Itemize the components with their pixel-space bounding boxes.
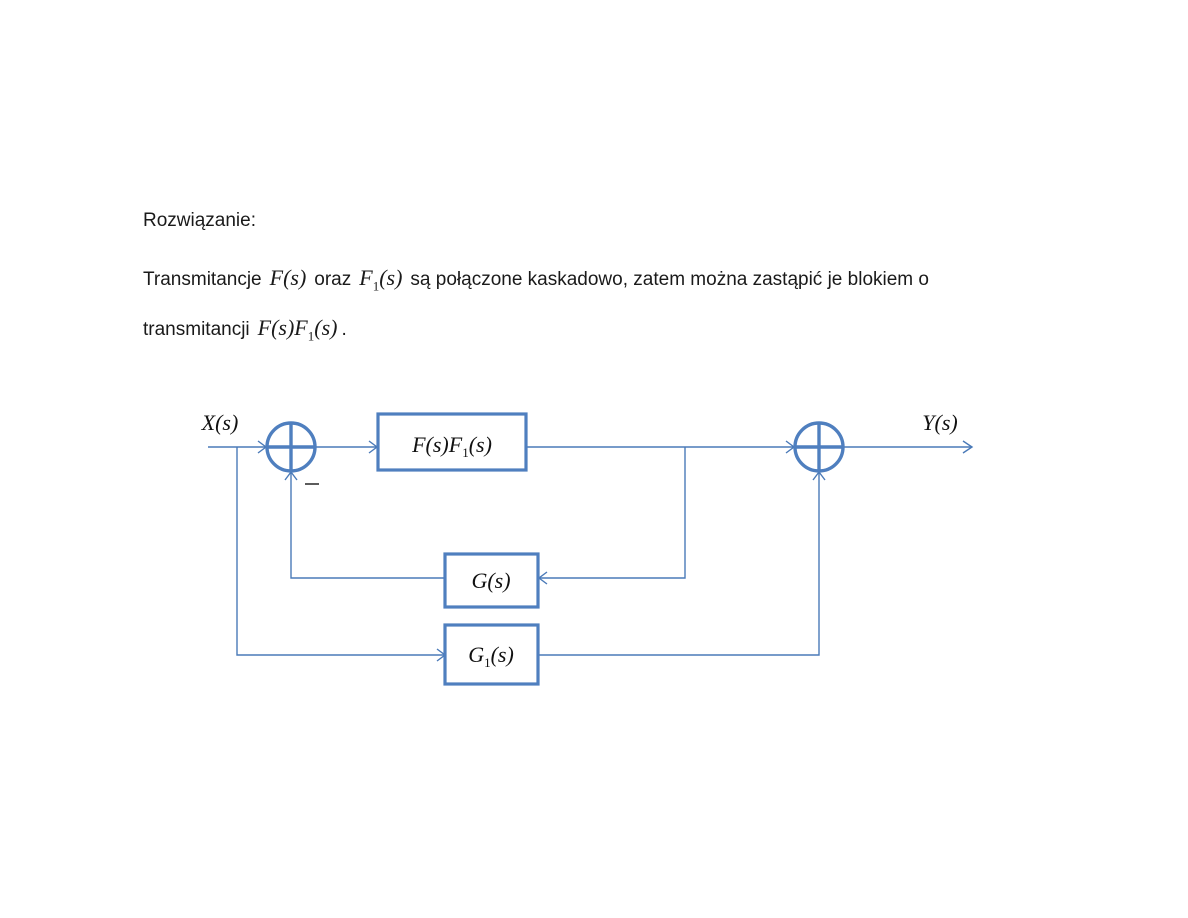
summing-junction-1 [265,421,317,473]
arrowhead-output [962,440,974,454]
summing-junction-2 [793,421,845,473]
block-feedback: G(s) [443,552,540,609]
math-product-main: F(s)F [257,315,308,340]
wire-parallel-takeoff [236,447,445,656]
solution-heading: Rozwiązanie: [143,210,256,231]
text-period: . [341,319,347,340]
text-transmitancje: Transmitancje [143,269,262,290]
text-oraz: oraz [314,269,352,290]
math-f1-subscript: 1 [372,278,380,294]
math-f1-arg: (s) [379,265,403,290]
text-cascade-statement: są połączone kaskadowo, zatem można zast… [410,269,929,290]
output-signal-label: Y(s) [922,410,957,435]
math-product-subscript: 1 [307,328,315,344]
wire-feedback-return [290,472,445,579]
block-forward: F(s)F1(s) [376,412,528,472]
input-signal-label: X(s) [201,410,239,435]
wire-parallel-to-sum2 [539,472,820,656]
wires [208,440,974,662]
block-parallel-label: G1(s) [468,642,514,670]
math-product: F(s)F1(s) [258,316,338,348]
text-transmitancji: transmitancji [143,319,250,340]
block-feedback-label: G(s) [471,568,510,593]
math-f-of-s: F(s) [269,265,307,290]
math-product-arg: (s) [314,315,338,340]
block-parallel: G1(s) [443,623,540,686]
math-f1-of-s: F1(s) [359,266,402,298]
math-f1-main: F [359,265,373,290]
paragraph-line-1: Transmitancje F(s) oraz F1(s) są połączo… [143,266,929,298]
block-forward-label: F(s)F1(s) [411,432,492,460]
paragraph-line-2: transmitancji F(s)F1(s) . [143,316,347,348]
wire-feedback-takeoff [539,447,686,579]
